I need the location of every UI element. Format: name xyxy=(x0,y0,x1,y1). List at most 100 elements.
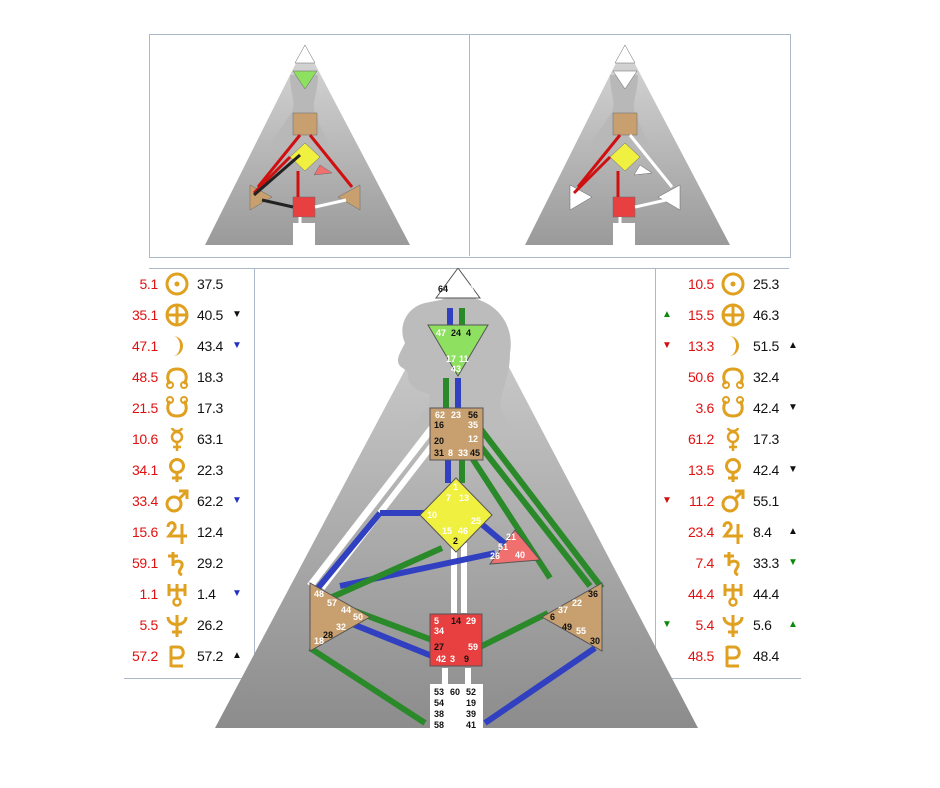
design-value: 59.1 xyxy=(131,555,158,571)
design-value: 13.3 xyxy=(687,338,714,354)
personality-value: 8.4 xyxy=(753,524,772,540)
main-right-rule xyxy=(655,678,801,679)
main-left-rule xyxy=(124,678,256,679)
gate-label: 51 xyxy=(498,542,508,552)
gate-label: 24 xyxy=(451,328,461,338)
gate-label: 54 xyxy=(434,698,444,708)
gate-label: 64 xyxy=(438,284,448,294)
planet-row: 10.5 25.3 xyxy=(658,270,798,300)
throat-center xyxy=(612,112,638,136)
head-center xyxy=(294,44,316,64)
personality-value: 5.6 xyxy=(753,617,772,633)
heart-center xyxy=(488,529,542,565)
heart-center xyxy=(633,164,653,176)
solar-plexus-center xyxy=(657,184,681,211)
north-node-icon xyxy=(166,367,188,389)
personality-value: 26.2 xyxy=(197,617,224,633)
personality-value: 63.1 xyxy=(197,431,224,447)
arrow-indicator: ▲ xyxy=(232,650,242,661)
design-value: 11.2 xyxy=(688,493,714,509)
personality-value: 62.2 xyxy=(197,493,224,509)
north-node-icon xyxy=(722,367,744,389)
arrow-indicator: ▲ xyxy=(788,526,798,537)
personality-value: 40.5 xyxy=(197,307,224,323)
gate-label: 4 xyxy=(466,328,471,338)
gate-label: 13 xyxy=(459,493,469,503)
gate-label: 45 xyxy=(470,448,480,458)
saturn-icon xyxy=(168,552,184,576)
design-value: 5.5 xyxy=(139,617,158,633)
design-value: 3.6 xyxy=(695,400,714,416)
gate-label: 30 xyxy=(590,636,600,646)
channels xyxy=(252,134,354,245)
throat-center xyxy=(429,407,484,461)
sun-icon xyxy=(165,272,189,296)
gate-label: 5 xyxy=(434,616,439,626)
personality-value: 44.4 xyxy=(753,586,780,602)
earth-icon xyxy=(165,303,189,327)
gate-label: 49 xyxy=(562,622,572,632)
gate-label: 57 xyxy=(327,598,337,608)
arrow-indicator: ▲ xyxy=(788,340,798,351)
ajna-center xyxy=(292,70,318,90)
ajna-center xyxy=(427,324,489,377)
design-value: 61.2 xyxy=(687,431,714,447)
g-center xyxy=(609,142,641,172)
arrow-indicator: ▼ xyxy=(232,340,242,351)
personality-value: 17.3 xyxy=(197,400,224,416)
design-value: 10.5 xyxy=(687,276,714,292)
pluto-icon xyxy=(169,645,185,668)
arrow-indicator: ▼ xyxy=(788,402,798,413)
gate-label: 9 xyxy=(464,654,469,664)
gate-label: 26 xyxy=(490,551,500,561)
root-center xyxy=(293,223,315,245)
gate-label: 8 xyxy=(448,448,453,458)
gate-label: 35 xyxy=(468,420,478,430)
gate-label: 25 xyxy=(471,516,481,526)
personality-value: 18.3 xyxy=(197,369,224,385)
gate-label: 59 xyxy=(468,642,478,652)
gate-label: 2 xyxy=(453,536,458,546)
personality-value: 25.3 xyxy=(753,276,780,292)
design-value: 10.6 xyxy=(131,431,158,447)
moon-icon xyxy=(729,336,739,356)
gate-label: 60 xyxy=(450,687,460,697)
south-node-icon xyxy=(722,396,744,418)
pluto-icon xyxy=(725,645,741,668)
planet-row: 48.5 18.3 xyxy=(120,363,260,393)
mars-icon xyxy=(165,489,189,513)
ajna-center xyxy=(612,70,638,90)
moon-icon xyxy=(173,336,183,356)
right-vertical-rule xyxy=(655,268,656,679)
venus-icon xyxy=(725,458,741,482)
solar-plexus-center xyxy=(337,184,361,211)
design-value: 48.5 xyxy=(131,369,158,385)
gate-label: 40 xyxy=(515,550,525,560)
gate-label: 10 xyxy=(427,510,437,520)
gate-label: 21 xyxy=(506,532,516,542)
design-value: 34.1 xyxy=(131,462,158,478)
arrow-indicator: ▲ xyxy=(788,619,798,630)
arrow-indicator: ▼ xyxy=(232,309,242,320)
personality-value: 48.4 xyxy=(753,648,780,664)
throat-center xyxy=(292,112,318,136)
top-chart-divider xyxy=(469,34,470,256)
gate-label: 44 xyxy=(341,605,351,615)
gate-label: 58 xyxy=(434,720,444,728)
sacral-center xyxy=(429,613,483,667)
gate-label: 37 xyxy=(558,605,568,615)
jupiter-icon xyxy=(166,521,187,544)
personality-value: 46.3 xyxy=(753,307,780,323)
pre-arrow-indicator: ▼ xyxy=(662,619,672,630)
personality-value: 57.2 xyxy=(197,648,224,664)
